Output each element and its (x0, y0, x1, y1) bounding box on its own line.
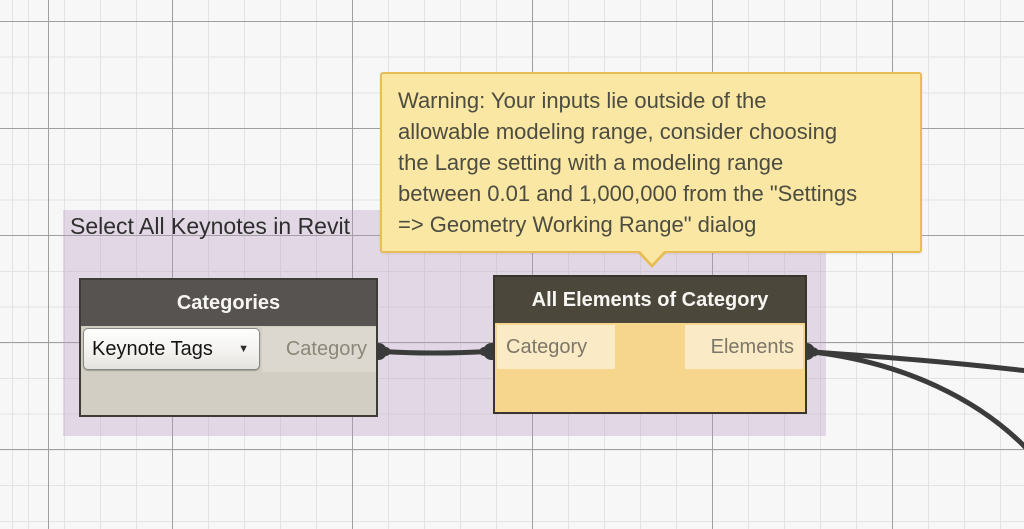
port-categories-output[interactable]: Category (262, 327, 376, 372)
port-nub-all-elements-output[interactable] (805, 343, 815, 360)
node-categories[interactable]: Categories Category Keynote Tags ▼ (79, 278, 378, 417)
group-title: Select All Keynotes in Revit (70, 213, 350, 239)
port-all-elements-elements-output[interactable]: Elements (685, 325, 803, 369)
warning-text-line: between 0.01 and 1,000,000 from the "Set… (398, 181, 858, 206)
category-dropdown[interactable]: Keynote Tags ▼ (83, 328, 260, 370)
port-nub-all-elements-input[interactable] (483, 343, 493, 360)
chevron-down-icon: ▼ (238, 343, 249, 355)
warning-text-line: Warning: Your inputs lie outside of the (398, 88, 767, 113)
warning-text-line: allowable modeling range, consider choos… (398, 119, 838, 144)
warning-tooltip: Warning: Your inputs lie outside of the … (380, 72, 922, 253)
port-nub-categories-output[interactable] (377, 343, 387, 360)
category-dropdown-value: Keynote Tags (92, 337, 213, 360)
node-categories-header[interactable]: Categories (81, 280, 376, 326)
port-all-elements-category-input[interactable]: Category (497, 325, 615, 369)
tooltip-pointer-fill (639, 250, 665, 264)
warning-text-line: => Geometry Working Range" dialog (398, 212, 757, 237)
wire-elements-out-lower[interactable] (810, 349, 1024, 450)
warning-text-line: the Large setting with a modeling range (398, 150, 784, 175)
node-all-elements-header[interactable]: All Elements of Category (495, 277, 805, 323)
wire-category-to-category[interactable] (379, 349, 491, 356)
node-all-elements-of-category[interactable]: All Elements of Category Category Elemen… (493, 275, 807, 414)
